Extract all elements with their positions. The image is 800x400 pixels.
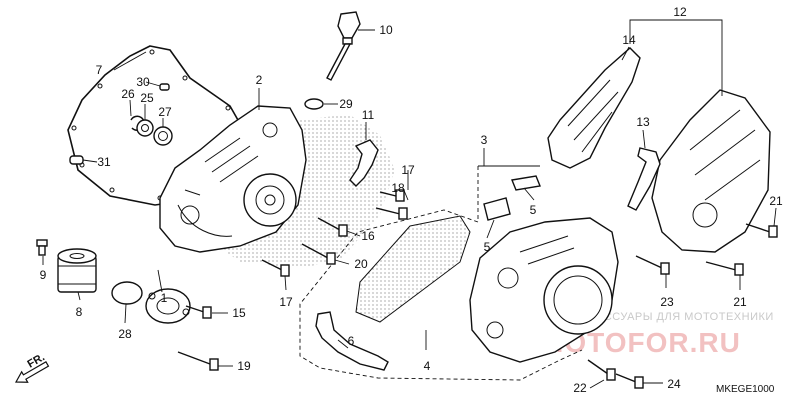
callout-17-lower: 17 [279,295,293,309]
callout-9: 9 [40,268,47,282]
callout-8: 8 [76,305,83,319]
outer-cover-ribs [689,109,761,201]
callout-7: 7 [96,63,103,77]
callout-16: 16 [361,229,375,243]
dowel-pin-lower [69,155,84,165]
cover-ribs [177,137,259,237]
cover-boss [180,205,200,225]
callout-11: 11 [362,108,375,122]
filter-cover-o-ring [111,281,143,305]
dowel-pin [159,83,170,91]
rubber-pad-lower [483,197,511,221]
callout-18: 18 [391,181,405,195]
mounting-bracket [349,139,379,187]
upper-cover-ribs [567,79,619,153]
cover-boss-upper [262,122,278,138]
callout-23: 23 [660,295,674,309]
callout-21-upper: 21 [769,194,783,208]
generator-cover-boss-lower [486,321,504,339]
cover-hub-center [264,194,276,206]
oil-filter-cover [145,288,191,324]
callout-1: 1 [161,291,168,305]
callout-14: 14 [622,33,636,47]
callout-10: 10 [379,23,393,37]
drain-bolt [36,239,48,256]
callout-20: 20 [354,257,368,271]
cover-hub-inner [255,185,285,215]
generator-cover-ribs [519,235,575,265]
callout-29: 29 [339,97,353,111]
cover-hub [243,173,297,227]
generator-gasket-outline [355,215,471,323]
oil-seal [153,126,173,146]
callout-5-upper: 5 [530,203,537,217]
callout-31: 31 [97,155,111,169]
callout-27: 27 [158,105,172,119]
callout-26: 26 [121,87,135,101]
outer-generator-cover [651,89,771,253]
washer [136,119,154,137]
generator-cover-boss [497,267,519,289]
callout-4: 4 [424,359,431,373]
assembly-group-outline [299,166,583,381]
callout-6: 6 [348,334,355,348]
callout-12: 12 [673,5,687,19]
callout-13: 13 [636,115,650,129]
gasket-outline [67,45,257,206]
callout-25: 25 [140,91,154,105]
oil-filter [57,248,97,293]
callout-24: 24 [667,377,681,391]
o-ring [304,98,324,110]
callout-5-lower: 5 [484,240,491,254]
callout-15: 15 [232,306,246,320]
callout-2: 2 [256,73,263,87]
front-direction-arrow-icon [14,361,50,383]
bolt-group [177,189,778,389]
upper-outer-cover [547,47,641,169]
generator-cover-gasket [356,216,470,322]
callout-19: 19 [237,359,251,373]
callout-30: 30 [136,75,150,89]
callout-3: 3 [481,133,488,147]
oil-dipstick [326,11,361,81]
callout-22: 22 [573,381,587,395]
diagram-code: MKEGE1000 [716,384,775,395]
outer-cover-boss [692,202,718,228]
callout-21-lower: 21 [733,295,747,309]
cover-clip [627,147,661,211]
callout-17-upper: 17 [401,163,415,177]
generator-cover-dome-inner [553,275,603,325]
callout-28: 28 [118,327,132,341]
leader-lines [42,19,777,389]
rubber-pad-upper [511,175,541,191]
insulator-piece [315,311,389,371]
